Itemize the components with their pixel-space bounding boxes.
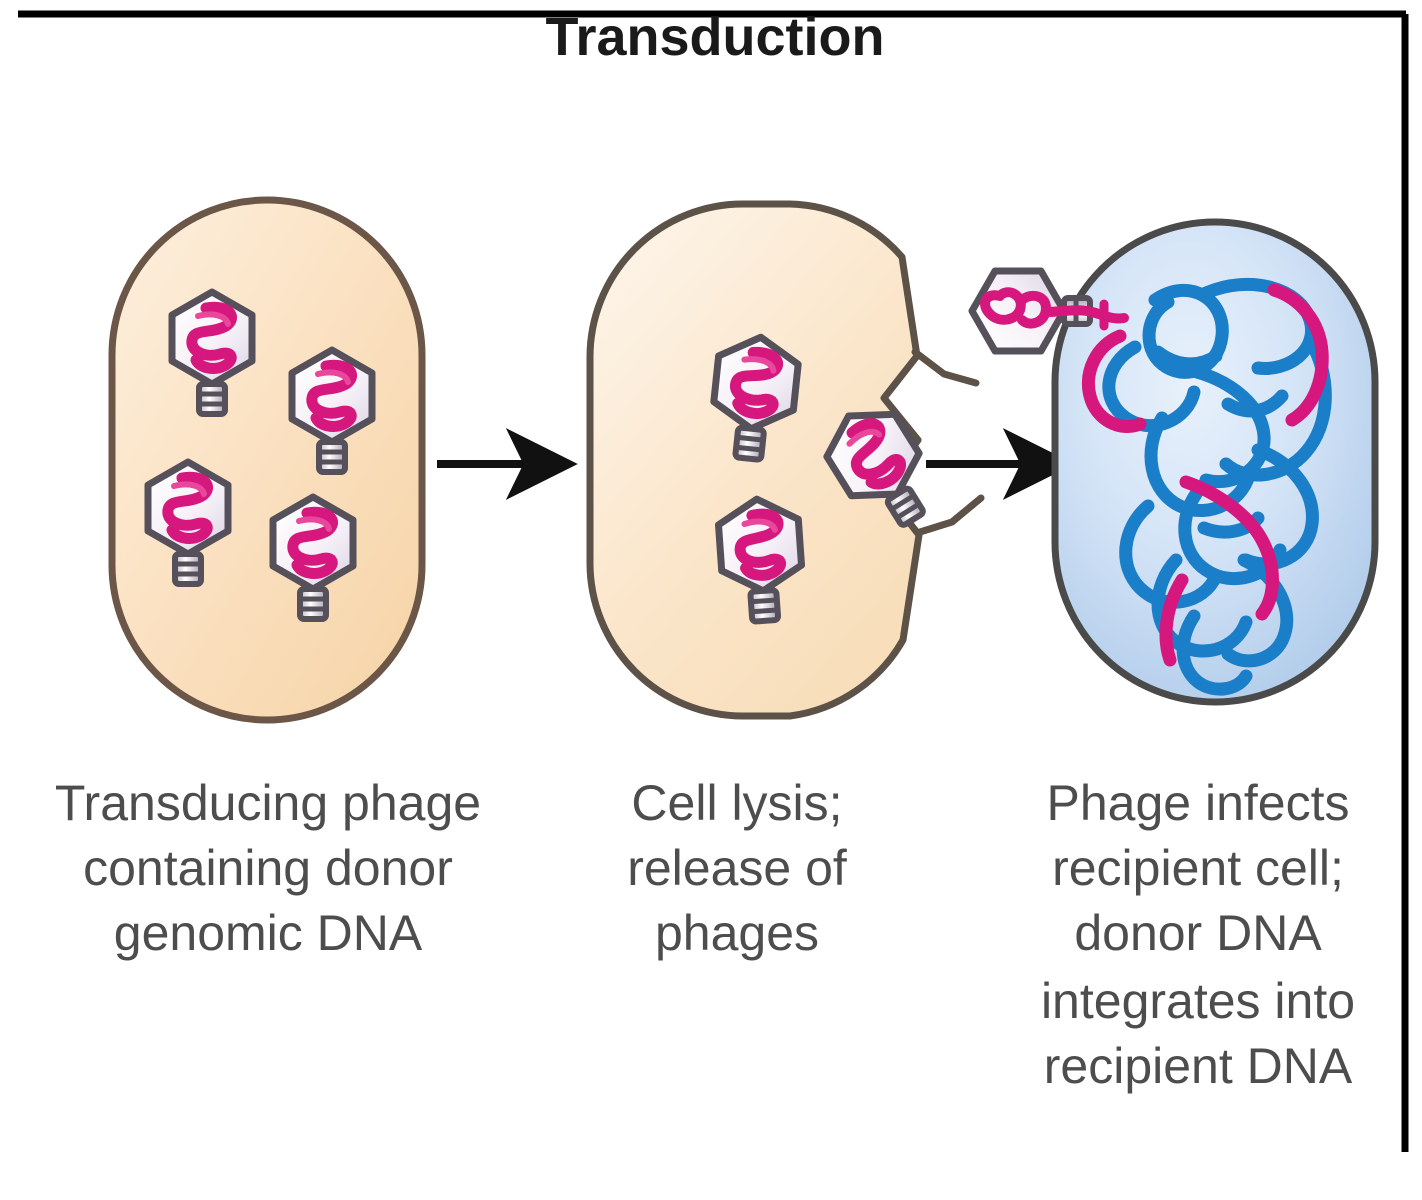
caption-line: recipient cell;: [1052, 840, 1344, 896]
phage-dna: [980, 287, 1026, 325]
caption-line: integrates into: [1041, 973, 1355, 1029]
caption-line: Transducing phage: [55, 775, 481, 831]
panel-1-donor-cell: [108, 196, 426, 724]
caption-line: genomic DNA: [114, 905, 423, 961]
cell-wall-fragment: [911, 348, 980, 387]
cell-wall-fragment: [916, 494, 985, 536]
caption-line: Phage infects: [1047, 775, 1350, 831]
phage-icon-attached: [968, 267, 1129, 355]
figure-frame: [18, 10, 1409, 1152]
caption-line: release of: [627, 840, 847, 896]
injected-dna: [1041, 305, 1129, 324]
caption-line: containing donor: [83, 840, 453, 896]
panel-3-recipient-cell: [968, 218, 1379, 706]
caption-line: donor DNA: [1074, 905, 1322, 961]
donor-dna-integrated: [1082, 283, 1329, 667]
caption-line: phages: [655, 905, 819, 961]
caption-1: Transducing phage containing donor genom…: [55, 775, 481, 961]
panel-2-lysing-cell: [586, 200, 985, 720]
figure-title: Transduction: [545, 7, 884, 67]
caption-line: Cell lysis;: [631, 775, 842, 831]
caption-2: Cell lysis; release of phages: [627, 775, 847, 961]
donor-cell-body: [108, 196, 426, 724]
caption-line: recipient DNA: [1044, 1038, 1353, 1094]
caption-3: Phage infects recipient cell; donor DNA …: [1041, 775, 1355, 1094]
